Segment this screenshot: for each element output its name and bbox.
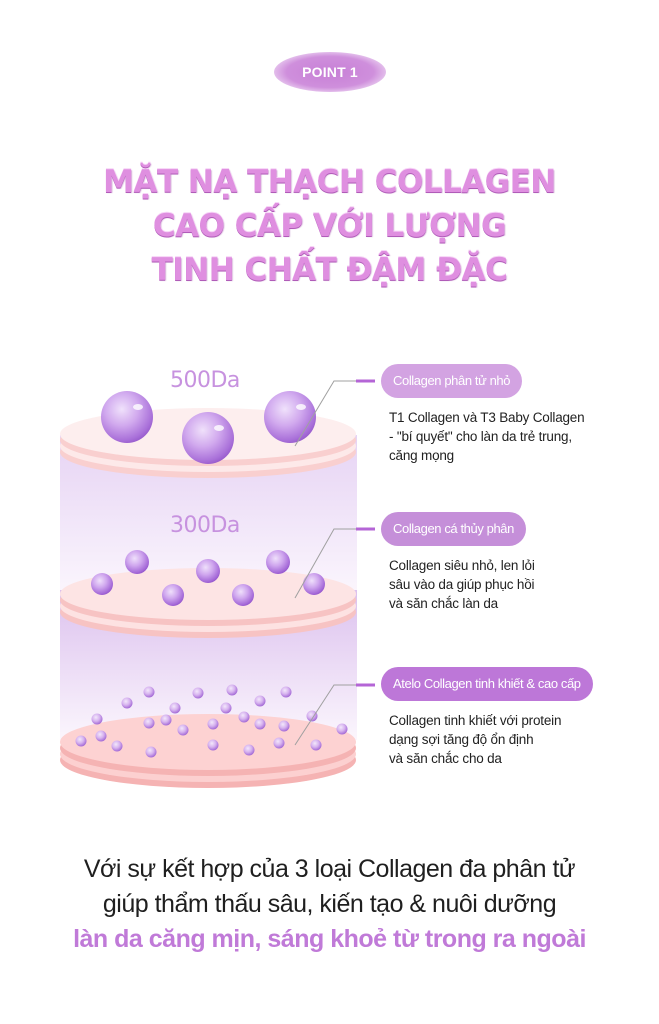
pill-fish-collagen: Collagen cá thủy phân bbox=[381, 512, 526, 546]
callout-atelo-collagen: Atelo Collagen tinh khiết & cao cấp Coll… bbox=[381, 667, 593, 768]
desc-line: - "bí quyết" cho làn da trẻ trung, bbox=[389, 429, 572, 444]
middle-disc bbox=[60, 568, 356, 638]
desc-fish-collagen: Collagen siêu nhỏ, len lỏi sâu vào da gi… bbox=[389, 556, 535, 613]
callout-fish-collagen: Collagen cá thủy phân Collagen siêu nhỏ,… bbox=[381, 512, 535, 613]
desc-line: Collagen tinh khiết với protein bbox=[389, 713, 562, 728]
medium-spheres bbox=[91, 550, 325, 606]
summary-text: Với sự kết hợp của 3 loại Collagen đa ph… bbox=[0, 852, 659, 957]
desc-line: T1 Collagen và T3 Baby Collagen bbox=[389, 410, 585, 425]
desc-line: sâu vào da giúp phục hồi bbox=[389, 577, 535, 592]
headline-line-2: CAO CẤP VỚI LƯỢNG bbox=[152, 208, 507, 244]
summary-line-3-highlight: làn da căng mịn, sáng khoẻ từ trong ra n… bbox=[73, 925, 586, 953]
desc-atelo-collagen: Collagen tinh khiết với protein dạng sợi… bbox=[389, 711, 593, 768]
callout-small-molecule: Collagen phân tử nhỏ T1 Collagen và T3 B… bbox=[381, 364, 585, 465]
desc-line: và săn chắc cho da bbox=[389, 751, 502, 766]
pill-small-molecule: Collagen phân tử nhỏ bbox=[381, 364, 523, 398]
point-badge: POINT 1 bbox=[274, 52, 386, 92]
small-spheres bbox=[75, 684, 348, 758]
collagen-layers-diagram: 500Da 300Da Collagen phân tử nhỏ T1 Coll… bbox=[0, 340, 659, 820]
desc-line: Collagen siêu nhỏ, len lỏi bbox=[389, 558, 535, 573]
layers-illustration bbox=[60, 379, 375, 788]
leader-lines bbox=[294, 379, 375, 746]
headline: MẶT NẠ THẠCH COLLAGEN CAO CẤP VỚI LƯỢNG … bbox=[0, 160, 659, 292]
desc-line: và săn chắc làn da bbox=[389, 596, 498, 611]
pill-atelo-collagen: Atelo Collagen tinh khiết & cao cấp bbox=[381, 667, 593, 701]
molecule-size-300: 300Da bbox=[170, 513, 240, 538]
summary-line-1: Với sự kết hợp của 3 loại Collagen đa ph… bbox=[83, 855, 576, 883]
point-badge-label: POINT 1 bbox=[302, 64, 358, 80]
summary-line-2: giúp thẩm thấu sâu, kiến tạo & nuôi dưỡn… bbox=[102, 890, 557, 918]
headline-line-1: MẶT NẠ THẠCH COLLAGEN bbox=[103, 164, 556, 200]
molecule-size-500: 500Da bbox=[170, 368, 240, 393]
desc-line: dạng sợi tăng độ ổn định bbox=[389, 732, 534, 747]
desc-small-molecule: T1 Collagen và T3 Baby Collagen - "bí qu… bbox=[389, 408, 585, 465]
desc-line: căng mọng bbox=[389, 448, 454, 463]
headline-line-3: TINH CHẤT ĐẬM ĐẶC bbox=[151, 252, 508, 288]
